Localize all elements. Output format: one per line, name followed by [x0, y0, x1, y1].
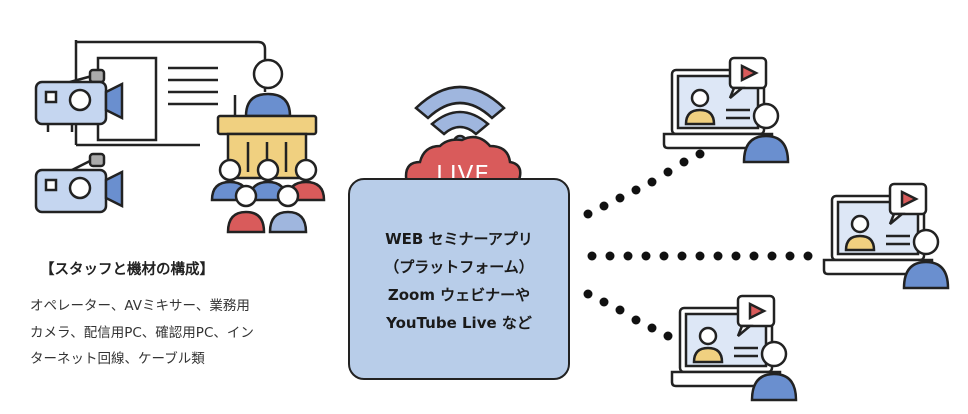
platform-line: （プラットフォーム）: [384, 258, 534, 276]
staff-section-title: 【スタッフと機材の構成】: [40, 262, 214, 278]
viewer-laptop-icon: [822, 182, 950, 290]
platform-box: [348, 178, 570, 380]
video-camera-icon: [34, 68, 124, 132]
platform-line: YouTube Live など: [386, 314, 532, 332]
platform-line: Zoom ウェビナーや: [387, 286, 531, 304]
platform-description: WEB セミナーアプリ （プラットフォーム） Zoom ウェビナーや YouTu…: [348, 225, 570, 337]
audience-icon: [210, 158, 326, 234]
staff-line: ターネット回線、ケーブル類: [30, 351, 205, 367]
staff-equipment-list: オペレーター、AVミキサー、業務用 カメラ、配信用PC、確認用PC、イン ターネ…: [30, 293, 330, 373]
presenter-icon: [233, 58, 292, 120]
platform-line: WEB セミナーアプリ: [385, 230, 533, 248]
viewer-laptop-icon: [670, 294, 798, 402]
staff-line: カメラ、配信用PC、確認用PC、イン: [30, 324, 254, 341]
presentation-board: [74, 40, 267, 147]
video-camera-icon: [34, 152, 124, 214]
viewer-laptop-icon: [662, 56, 790, 164]
connection-dots: [583, 149, 813, 341]
staff-line: オペレーター、AVミキサー、業務用: [30, 298, 250, 314]
